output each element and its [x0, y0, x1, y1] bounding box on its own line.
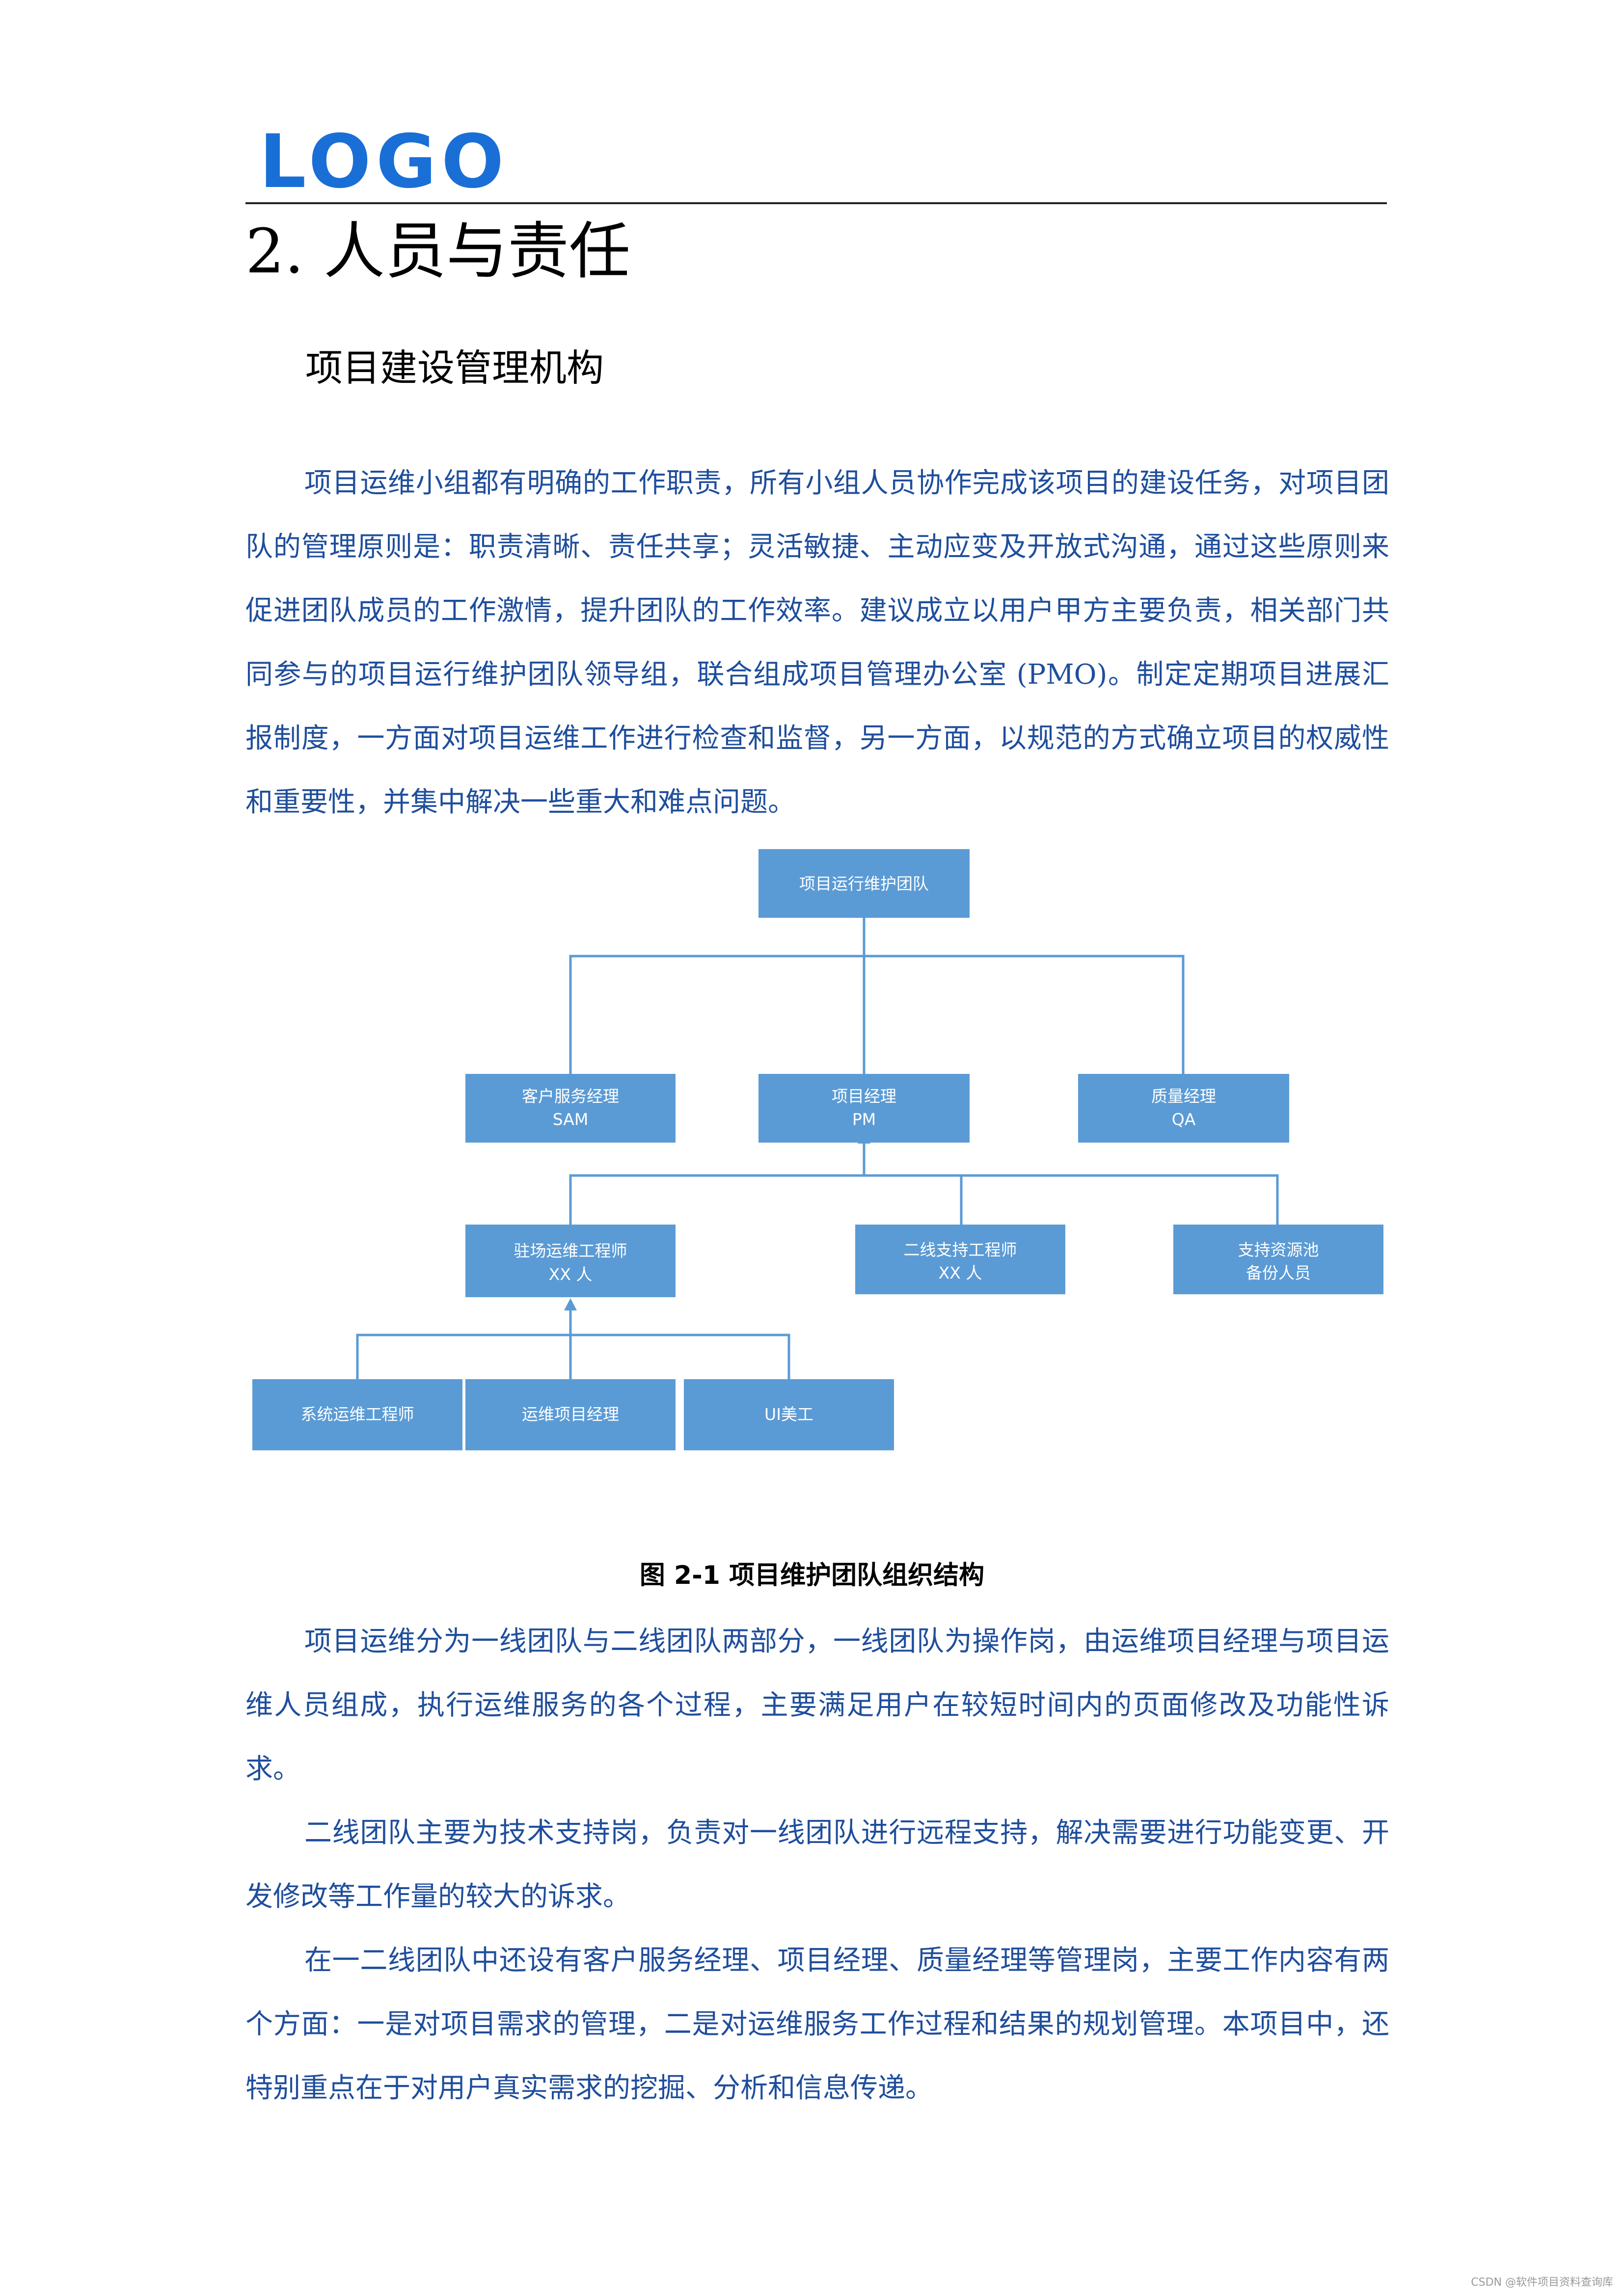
chapter-title: 2. 人员与责任	[245, 216, 630, 287]
node-sublabel: XX 人	[939, 1263, 982, 1282]
arrow-onsite	[564, 1298, 577, 1310]
node-ops-project-manager: 运维项目经理	[465, 1379, 676, 1450]
node-sublabel: QA	[1172, 1110, 1196, 1129]
node-sublabel: PM	[852, 1110, 876, 1129]
node-onsite-engineer: 驻场运维工程师 XX 人	[465, 1225, 676, 1297]
node-label: 项目经理	[832, 1087, 896, 1106]
node-system-ops-engineer: 系统运维工程师	[252, 1379, 462, 1450]
connector-level3	[356, 1308, 790, 1379]
node-label: 客户服务经理	[522, 1087, 619, 1106]
node-label: 驻场运维工程师	[514, 1241, 627, 1260]
node-label: 质量经理	[1151, 1087, 1216, 1106]
org-chart: 项目运行维护团队 客户服务经理 SAM 项目经理 PM 质量经理 QA 驻场运维…	[252, 849, 1383, 1450]
node-ui-designer: UI美工	[684, 1379, 894, 1450]
org-chart-connectors	[356, 906, 1279, 1379]
node-project-manager: 项目经理 PM	[758, 1074, 970, 1143]
connector-level2	[569, 1141, 1279, 1225]
node-label: 运维项目经理	[522, 1405, 619, 1424]
header-divider	[245, 202, 1387, 204]
first-line-team-paragraph: 项目运维分为一线团队与二线团队两部分，一线团队为操作岗，由运维项目经理与项目运维…	[245, 1626, 1389, 1785]
node-quality-manager: 质量经理 QA	[1078, 1074, 1289, 1143]
node-sublabel: XX 人	[549, 1265, 593, 1284]
section-title: 项目建设管理机构	[305, 346, 604, 390]
node-support-pool: 支持资源池 备份人员	[1173, 1225, 1383, 1294]
node-sublabel: SAM	[553, 1110, 589, 1129]
node-label: 系统运维工程师	[301, 1405, 414, 1424]
node-sublabel: 备份人员	[1246, 1263, 1311, 1282]
node-label: 支持资源池	[1238, 1240, 1319, 1259]
node-team-root-label: 项目运行维护团队	[799, 874, 929, 893]
logo: LOGO	[259, 119, 509, 205]
connector-level1	[569, 915, 1185, 1074]
figure-caption: 图 2-1 项目维护团队组织结构	[639, 1561, 985, 1590]
node-team-root: 项目运行维护团队	[758, 849, 970, 918]
second-line-team-paragraph: 二线团队主要为技术支持岗，负责对一线团队进行远程支持，解决需要进行功能变更、开发…	[245, 1817, 1389, 1913]
watermark: CSDN @软件项目资料查询库	[1471, 2276, 1613, 2289]
intro-paragraph: 项目运维小组都有明确的工作职责，所有小组人员协作完成该项目的建设任务，对项目团队…	[245, 467, 1389, 818]
node-label: 二线支持工程师	[904, 1240, 1017, 1259]
node-customer-service-manager: 客户服务经理 SAM	[465, 1074, 676, 1143]
node-second-line-engineer: 二线支持工程师 XX 人	[855, 1225, 1065, 1294]
management-roles-paragraph: 在一二线团队中还设有客户服务经理、项目经理、质量经理等管理岗，主要工作内容有两个…	[245, 1945, 1389, 2104]
node-label: UI美工	[764, 1405, 813, 1424]
